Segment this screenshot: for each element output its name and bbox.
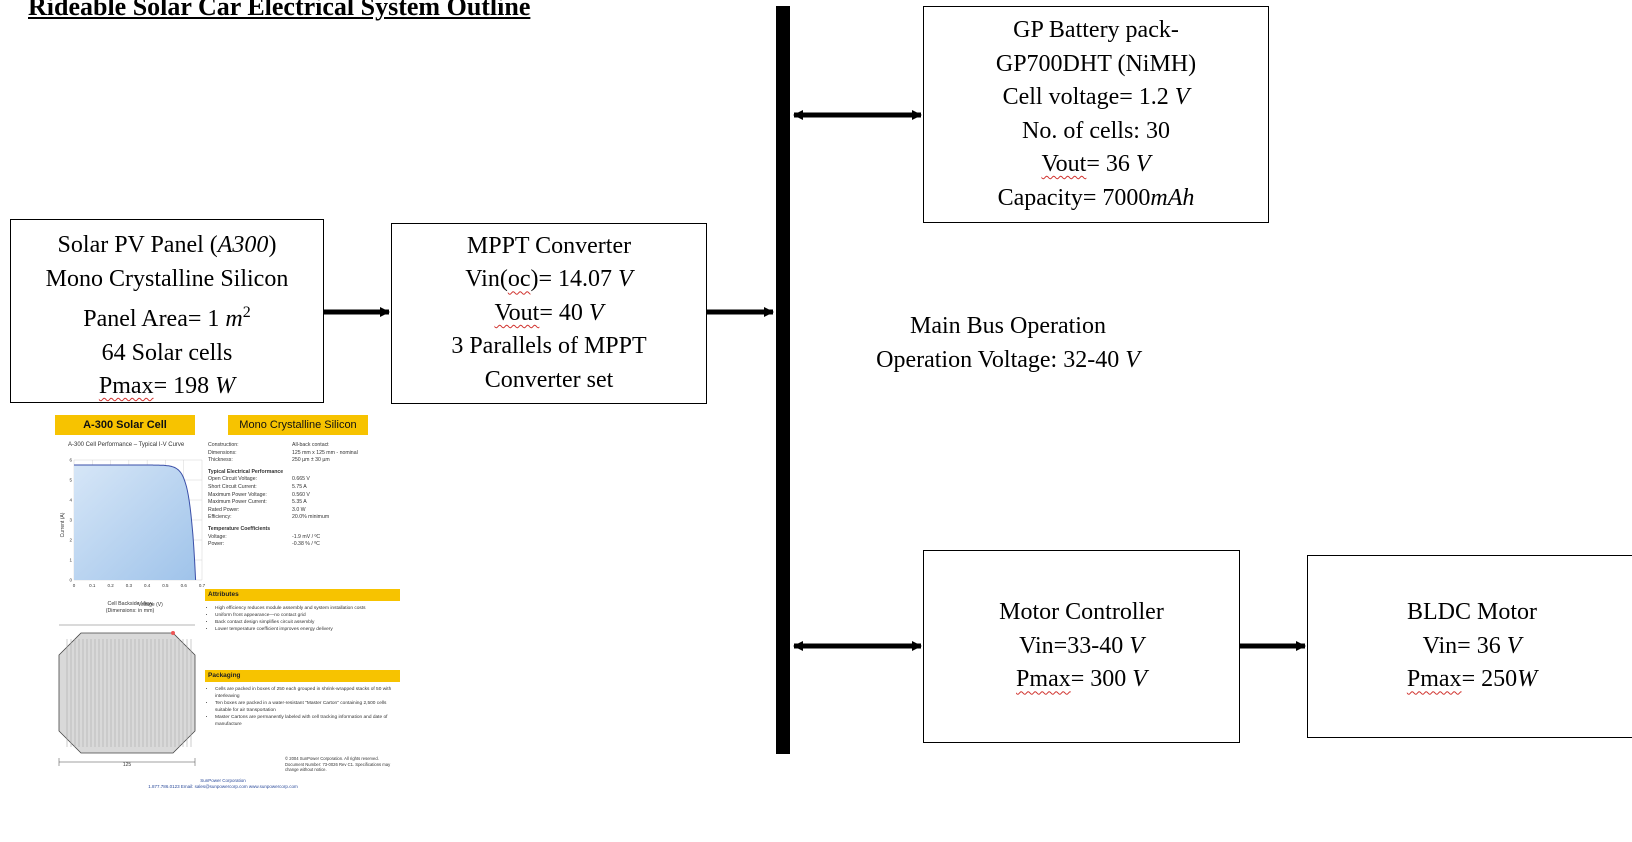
list-item: Cells are packed in boxes of 250 each gr… (215, 686, 400, 700)
solar-panel-box: Solar PV Panel (A300) Mono Crystalline S… (10, 219, 324, 403)
x-tick-label: 0.4 (144, 583, 151, 588)
y-tick-label: 4 (69, 498, 72, 503)
list-item: Lower temperature coefficient improves e… (215, 626, 400, 633)
y-tick-label: 5 (69, 478, 72, 483)
solar-panel-cells: 64 Solar cells (101, 339, 233, 366)
packaging-heading: Packaging (205, 670, 400, 682)
y-tick-label: 1 (69, 558, 72, 563)
page-title: Rideable Solar Car Electrical System Out… (28, 0, 531, 21)
controller-pmax: Pmax= 300 V (1016, 666, 1147, 693)
y-tick-label: 3 (69, 518, 72, 523)
x-tick-label: 0.7 (199, 583, 206, 588)
bus-voltage: Operation Voltage: 32-40 V (876, 346, 1140, 373)
solar-panel-title: Solar PV Panel (A300) (57, 232, 277, 258)
mppt-vout: Vout= 40 V (494, 299, 604, 326)
controller-vin: Vin=33-40 V (1019, 632, 1144, 659)
mppt-set: Converter set (484, 366, 614, 393)
y-tick-label: 0 (69, 578, 72, 583)
spec-row: Rated Power:3.0 W (208, 506, 306, 513)
list-item: High efficiency reduces module assembly … (215, 605, 400, 612)
attributes-heading: Attributes (205, 589, 400, 601)
spec-row: Power:-0.38 % / ºC (208, 541, 320, 548)
list-item: Uniform front appearance—no contact grid (215, 612, 400, 619)
main-bus-note: Main Bus Operation Operation Voltage: 32… (848, 310, 1168, 377)
solar-cell-datasheet: A-300 Solar Cell Mono Crystalline Silico… (50, 415, 400, 840)
datasheet-footer: SunPower Corporation 1.877.786.0123 Emai… (148, 778, 298, 789)
elec-heading: Typical Electrical Performance (208, 468, 284, 475)
datasheet-copyright: © 2004 SunPower Corporation. All rights … (285, 756, 391, 772)
spec-row: Dimensions:125 mm x 125 mm - nominal (208, 449, 358, 456)
bldc-vin: Vin= 36 V (1422, 632, 1522, 659)
battery-title: GP Battery pack- (1013, 17, 1179, 43)
main-bus-bar (776, 6, 790, 754)
iv-chart-title: A-300 Cell Performance – Typical I-V Cur… (68, 442, 185, 448)
bus-title: Main Bus Operation (910, 313, 1106, 339)
iv-curve-chart: Current (A) 6 5 4 3 2 1 0 0 0.1 0.2 0.3 0.4 0.5 0.6 0… (60, 458, 206, 589)
attributes-list: High efficiency reduces module assembly … (205, 605, 400, 633)
backside-title: Cell Backside View (Dimensions: in mm) (105, 601, 155, 614)
bldc-title: BLDC Motor (1406, 599, 1537, 626)
mppt-parallels: 3 Parallels of MPPT (451, 333, 647, 360)
mppt-converter-box: MPPT Converter Vin(oc)= 14.07 V Vout= 40… (391, 223, 707, 404)
x-tick-label: 0.6 (181, 583, 188, 588)
battery-model: GP700DHT (NiMH) (995, 50, 1197, 77)
solar-panel-pmax: Pmax= 198 W (98, 373, 236, 399)
battery-cell-voltage: Cell voltage= 1.2 V (1002, 84, 1190, 110)
x-tick-label: 0.1 (89, 583, 96, 588)
solar-panel-material: Mono Crystalline Silicon (45, 265, 289, 292)
datasheet-header-left: A-300 Solar Cell (55, 415, 195, 435)
x-tick-label: 0.3 (126, 583, 133, 588)
spec-row: Efficiency:20.0% minimum (208, 514, 330, 521)
svg-text:125: 125 (123, 762, 132, 768)
battery-pack-box: GP Battery pack- GP700DHT (NiMH) Cell vo… (923, 6, 1269, 223)
temp-heading: Temperature Coefficients (208, 525, 271, 532)
x-tick-label: 0.2 (107, 583, 114, 588)
spec-row: Construction:All-back contact (208, 442, 329, 448)
spec-row: Voltage:-1.9 mV / ºC (208, 533, 321, 540)
cell-backside-drawing: 125 (58, 624, 196, 768)
battery-cell-count: No. of cells: 30 (1022, 117, 1170, 144)
motor-controller-box: Motor Controller Vin=33-40 V Pmax= 300 V (923, 550, 1240, 743)
y-tick-label: 6 (69, 458, 72, 463)
iv-chart-xlabel: Voltage (V) (138, 602, 163, 608)
packaging-list: Cells are packed in boxes of 250 each gr… (205, 686, 400, 728)
list-item: Back contact design simplifies circuit a… (215, 619, 400, 626)
x-tick-label: 0.5 (162, 583, 169, 588)
spec-row: Short Circuit Current:5.75 A (208, 483, 307, 490)
solar-panel-area: Panel Area= 1 m2 (83, 304, 251, 332)
bldc-pmax: Pmax= 250W (1406, 666, 1538, 693)
iv-chart-ylabel: Current (A) (60, 512, 66, 537)
mppt-vin: Vin(oc)= 14.07 V (465, 266, 633, 293)
mppt-title: MPPT Converter (466, 232, 632, 259)
spec-row: Thickness:250 µm ± 30 µm (208, 457, 330, 464)
list-item: Master Cartons are permanently labeled w… (215, 714, 400, 728)
spec-row: Maximum Power Voltage:0.560 V (208, 491, 310, 498)
spec-row: Open Circuit Voltage:0.665 V (208, 476, 310, 483)
controller-title: Motor Controller (999, 599, 1164, 626)
y-tick-label: 2 (69, 538, 72, 543)
list-item: Ten boxes are packed in a water-resistan… (215, 700, 400, 714)
bldc-motor-box: BLDC Motor Vin= 36 V Pmax= 250W (1307, 555, 1632, 738)
battery-capacity: Capacity= 7000mAh (997, 184, 1195, 211)
spec-row: Maximum Power Current:5.35 A (208, 499, 307, 506)
battery-vout: Vout= 36 V (1041, 151, 1151, 177)
datasheet-header-right: Mono Crystalline Silicon (228, 415, 368, 435)
x-tick-label: 0 (73, 583, 76, 588)
